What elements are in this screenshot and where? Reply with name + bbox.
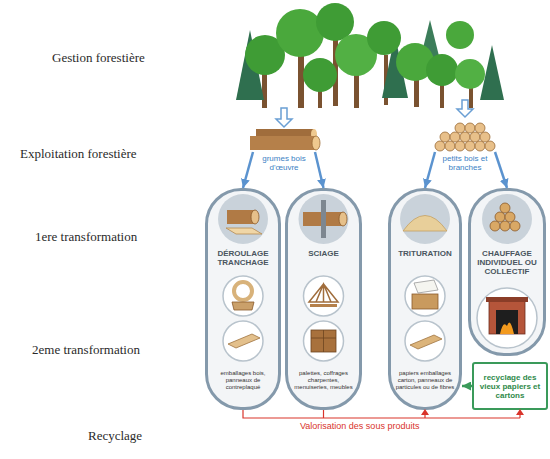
conifer <box>480 45 504 100</box>
process-column: DÉROULAGE TRANCHAGE emballages bois, pann… <box>205 188 281 410</box>
node-heading: recyclage des vieux papiers et cartons <box>476 373 544 400</box>
row-label: Gestion forestière <box>52 50 145 66</box>
log-end <box>455 123 465 133</box>
tree-crown <box>426 54 458 86</box>
node-heading: SCIAGE <box>289 249 358 258</box>
tree-crown <box>245 35 285 75</box>
row-label: Recyclage <box>88 428 142 444</box>
recovery-wire <box>424 413 425 418</box>
process-column: TRITURATION papiers emballages carton, pa… <box>388 188 462 410</box>
recovery-wire <box>323 410 324 418</box>
node-heading: grumes bois d'œuvre <box>254 154 314 172</box>
log-end <box>475 123 485 133</box>
log-end <box>485 141 495 151</box>
tree-trunk <box>384 55 388 105</box>
flow-arrow <box>425 152 435 188</box>
node-heading: TRITURATION <box>392 249 458 258</box>
tree-trunk <box>414 75 419 107</box>
tree-crown <box>303 58 337 92</box>
forest <box>236 3 504 108</box>
conifer <box>420 20 440 60</box>
harvest-arrow <box>276 108 292 127</box>
row-label: Exploitation forestière <box>20 146 137 162</box>
tree-crown <box>446 21 474 49</box>
log-end <box>470 132 480 142</box>
node-heading: DÉROULAGE TRANCHAGE <box>209 249 277 267</box>
tree-trunk <box>440 82 444 108</box>
tree-trunk <box>469 86 473 108</box>
node-body: papiers emballages carton, panneaux de p… <box>395 370 455 391</box>
row-label: 2eme transformation <box>32 342 140 358</box>
recovery-wire <box>243 410 520 418</box>
process-column: SCIAGE palettes, coffrages charpentes, me… <box>285 188 362 410</box>
conifer <box>236 30 264 100</box>
log-end <box>455 141 465 151</box>
tree-crown <box>367 21 401 55</box>
node-body: emballages bois, panneaux de contreplaqu… <box>212 370 274 391</box>
tree-trunk <box>318 88 322 108</box>
node-heading: CHAUFFAGE INDIVIDUEL OU COLLECTIF <box>472 249 542 276</box>
wood-pile: grumes bois d'œuvre <box>243 128 325 152</box>
log-end <box>465 123 475 133</box>
tree-crown <box>335 34 377 76</box>
log-end <box>450 132 460 142</box>
recovery-line <box>243 410 520 418</box>
conifer <box>382 35 408 98</box>
log <box>250 136 316 150</box>
log-end <box>480 132 490 142</box>
recovery-label: Valorisation des sous produits <box>300 421 419 431</box>
tree-crown <box>276 9 324 57</box>
log-end <box>475 141 485 151</box>
tree-trunk <box>354 70 359 108</box>
wood-stack <box>435 123 495 151</box>
tree-trunk <box>333 40 338 106</box>
log-end <box>465 141 475 151</box>
log-end <box>311 129 317 139</box>
node-body: palettes, coffrages charpentes, menuiser… <box>292 370 355 391</box>
flow-arrow <box>462 385 472 388</box>
harvest-arrow <box>457 100 473 117</box>
tree-crown <box>396 43 434 81</box>
tree-crown <box>455 59 485 89</box>
row-label: 1ere transformation <box>35 229 137 245</box>
log <box>256 129 314 139</box>
log-end <box>440 132 450 142</box>
tree-trunk <box>298 50 304 108</box>
log-end <box>445 141 455 151</box>
wood-pile: petits bois et branches <box>425 118 505 152</box>
log-end <box>435 141 445 151</box>
flow-arrow <box>243 152 253 188</box>
flow-arrow <box>315 152 324 188</box>
recycling-box: recyclage des vieux papiers et cartons <box>472 362 548 410</box>
log-end <box>460 132 470 142</box>
tree-crown <box>316 3 354 41</box>
tree-trunk <box>262 60 267 108</box>
flow-arrow <box>495 152 507 188</box>
process-column: CHAUFFAGE INDIVIDUEL OU COLLECTIF <box>468 188 546 356</box>
node-heading: petits bois et branches <box>435 154 495 172</box>
log-end <box>312 136 320 150</box>
recovery-wire <box>519 413 520 418</box>
